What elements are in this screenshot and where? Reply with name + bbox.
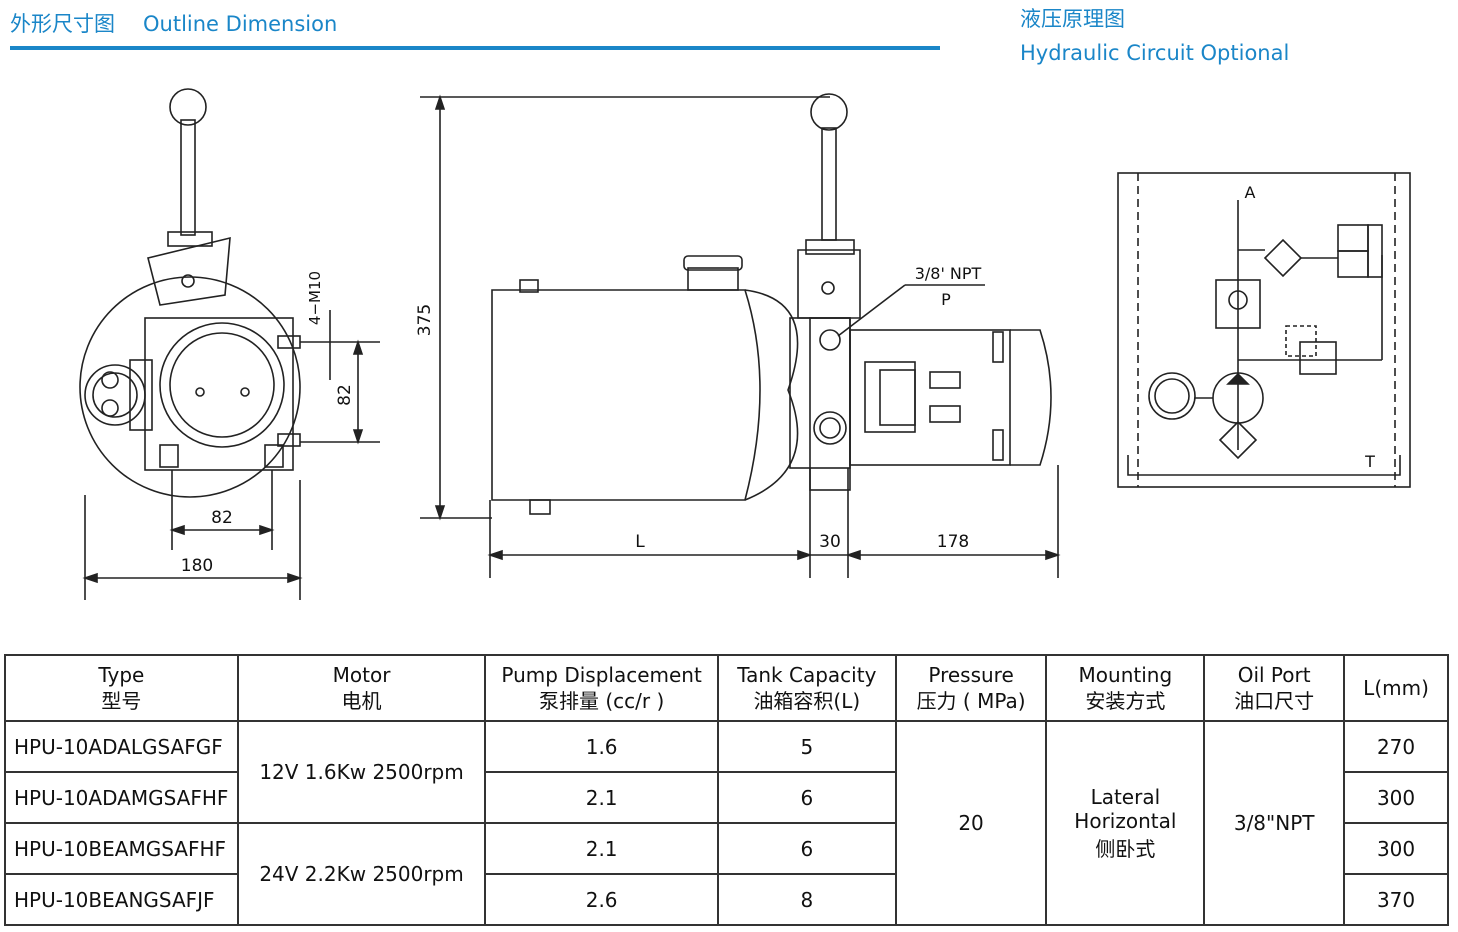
cell-type: HPU-10BEANGSAFJF <box>4 873 239 926</box>
dim-180-label: 180 <box>181 556 213 576</box>
hydraulic-circuit <box>1117 172 1411 488</box>
cell-l: 370 <box>1343 873 1449 926</box>
dim-l-label: L <box>635 532 645 552</box>
cell-pressure: 20 <box>894 720 1048 926</box>
circuit-port-t: T <box>1364 452 1375 471</box>
cell-motor-12v: 12V 1.6Kw 2500rpm <box>236 720 487 824</box>
hydraulic-circuit-heading: 液压原理图 Hydraulic Circuit Optional <box>1020 2 1289 70</box>
side-view <box>420 93 1061 578</box>
port-size-label: 3/8' NPT <box>915 264 982 283</box>
port-p-label: P <box>941 290 951 309</box>
dim-4m10-label: 4−M10 <box>306 271 324 325</box>
outline-dimension-heading: 外形尺寸图 Outline Dimension <box>10 8 337 38</box>
dim-375-label: 375 <box>415 304 435 336</box>
cell-motor-24v: 24V 2.2Kw 2500rpm <box>236 822 487 926</box>
table-row: HPU-10BEAMGSAFHF 24V 2.2Kw 2500rpm 2.1 6… <box>4 822 1449 926</box>
cell-displacement: 2.1 <box>484 822 719 875</box>
cell-l: 300 <box>1343 822 1449 875</box>
technical-drawing: 82 180 4−M10 82 375 3/8' NPT P L 30 178 … <box>79 88 1411 600</box>
table-row: HPU-10BEANGSAFJF 2.6 8 370 <box>4 873 1449 926</box>
hydraulic-circuit-en: Hydraulic Circuit Optional <box>1020 41 1290 65</box>
cell-displacement: 2.1 <box>484 771 719 824</box>
outline-dimension-en: Outline Dimension <box>143 12 338 36</box>
heading-rule <box>10 46 940 50</box>
dim-82-side-label: 82 <box>335 384 355 406</box>
cell-displacement: 2.6 <box>484 873 719 926</box>
table-row: HPU-10ADALGSAFGF 12V 1.6Kw 2500rpm 1.6 5… <box>4 720 1449 926</box>
dim-30-label: 30 <box>819 532 841 552</box>
circuit-port-a: A <box>1245 183 1256 202</box>
outline-dimension-cn: 外形尺寸图 <box>10 12 115 36</box>
cell-tank: 6 <box>716 822 897 875</box>
cell-oil-port: 3/8"NPT <box>1203 720 1346 926</box>
cell-displacement: 1.6 <box>484 720 719 773</box>
cell-type: HPU-10BEAMGSAFHF <box>4 822 239 875</box>
cell-tank: 6 <box>716 771 897 824</box>
header-l-mm: L(mm) <box>1343 654 1449 722</box>
cell-tank: 8 <box>716 873 897 926</box>
end-view <box>79 88 380 600</box>
cell-type: HPU-10ADAMGSAFHF <box>4 771 239 824</box>
table-row: HPU-10ADAMGSAFHF 2.1 6 300 <box>4 771 1449 824</box>
cell-type: HPU-10ADALGSAFGF <box>4 720 239 773</box>
cell-l: 270 <box>1343 720 1449 773</box>
cell-tank: 5 <box>716 720 897 773</box>
cell-l: 300 <box>1343 771 1449 824</box>
hydraulic-circuit-cn: 液压原理图 <box>1020 7 1125 31</box>
dim-178-label: 178 <box>937 532 969 552</box>
dim-82-bottom-label: 82 <box>211 508 233 528</box>
